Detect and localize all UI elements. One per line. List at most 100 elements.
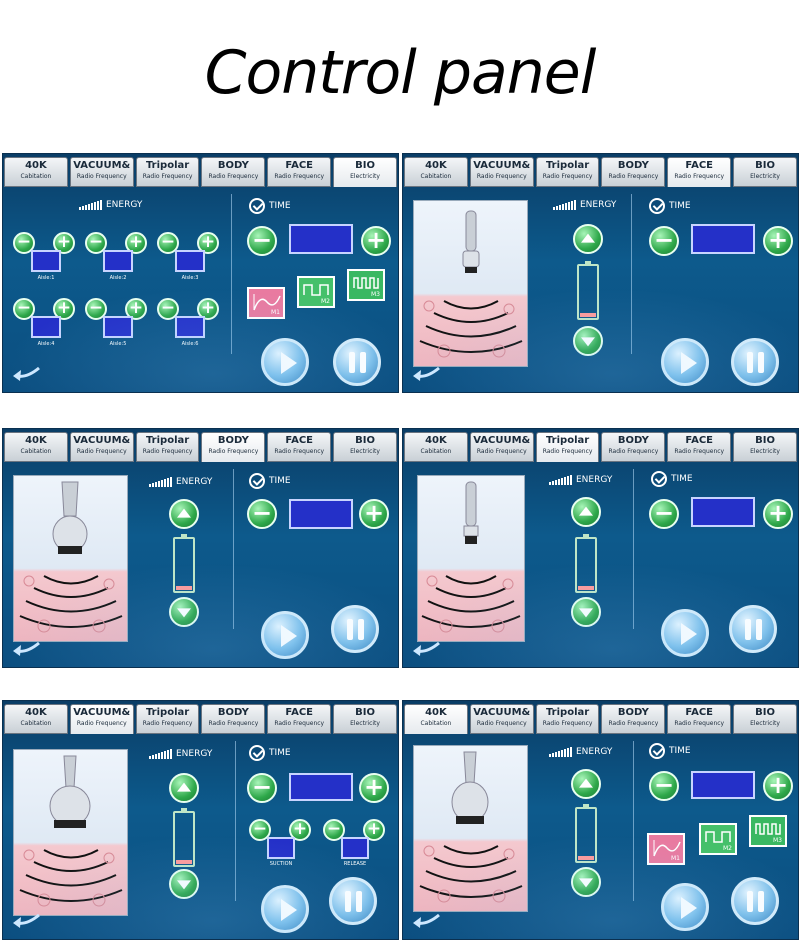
energy-down-button[interactable] (573, 326, 603, 356)
energy-up-button[interactable] (571, 769, 601, 799)
tab-vacuum[interactable]: VACUUM&Radio Frequency (69, 432, 134, 462)
pause-button[interactable] (731, 338, 779, 386)
pause-button[interactable] (729, 605, 777, 653)
time-plus-button[interactable]: + (763, 226, 793, 256)
time-minus-button[interactable]: − (649, 226, 679, 256)
suction-plus-button[interactable]: + (289, 819, 311, 841)
tab-vacuum[interactable]: VACUUM&Radio Frequency (469, 157, 534, 187)
aisle3-plus-button[interactable]: + (197, 232, 219, 254)
release-minus-button[interactable]: − (323, 819, 345, 841)
time-plus-button[interactable]: + (763, 771, 793, 801)
pause-button[interactable] (333, 338, 381, 386)
energy-down-button[interactable] (571, 867, 601, 897)
time-minus-button[interactable]: − (649, 771, 679, 801)
suction-minus-button[interactable]: − (249, 819, 271, 841)
time-plus-button[interactable]: + (359, 499, 389, 529)
back-arrow-icon[interactable] (411, 364, 441, 384)
aisle1-plus-button[interactable]: + (53, 232, 75, 254)
time-minus-button[interactable]: − (247, 499, 277, 529)
aisle6-minus-button[interactable]: − (157, 298, 179, 320)
energy-up-button[interactable] (571, 497, 601, 527)
aisle2-plus-button[interactable]: + (125, 232, 147, 254)
back-arrow-icon[interactable] (411, 911, 441, 931)
play-button[interactable] (261, 885, 309, 933)
energy-label: ENERGY (553, 200, 616, 210)
energy-down-button[interactable] (571, 597, 601, 627)
energy-up-button[interactable] (169, 773, 199, 803)
mode-m2-button[interactable]: M2 (699, 823, 737, 855)
energy-down-button[interactable] (169, 597, 199, 627)
handpiece-illustration (419, 210, 523, 358)
aisle3-minus-button[interactable]: − (157, 232, 179, 254)
pause-button[interactable] (329, 877, 377, 925)
back-arrow-icon[interactable] (411, 639, 441, 659)
tab-vacuum[interactable]: VACUUM&Radio Frequency (469, 704, 534, 734)
tab-vacuum[interactable]: VACUUM&Radio Frequency (69, 157, 134, 187)
play-button[interactable] (661, 883, 709, 931)
play-button[interactable] (261, 338, 309, 386)
energy-up-button[interactable] (573, 224, 603, 254)
energy-down-button[interactable] (169, 869, 199, 899)
aisle6-plus-button[interactable]: + (197, 298, 219, 320)
pause-button[interactable] (331, 605, 379, 653)
energy-up-button[interactable] (169, 499, 199, 529)
time-minus-button[interactable]: − (247, 773, 277, 803)
mode-m3-button[interactable]: M3 (347, 269, 385, 301)
aisle5-minus-button[interactable]: − (85, 298, 107, 320)
time-minus-button[interactable]: − (247, 226, 277, 256)
play-button[interactable] (661, 609, 709, 657)
aisle5-plus-button[interactable]: + (125, 298, 147, 320)
back-arrow-icon[interactable] (11, 364, 41, 384)
mode-m3-button[interactable]: M3 (749, 815, 787, 847)
play-button[interactable] (261, 611, 309, 659)
tab-vacuum[interactable]: VACUUM&Radio Frequency (69, 704, 134, 734)
back-arrow-icon[interactable] (11, 911, 41, 931)
time-minus-button[interactable]: − (649, 499, 679, 529)
back-arrow-icon[interactable] (11, 639, 41, 659)
aisle2-minus-button[interactable]: − (85, 232, 107, 254)
mode-m2-button[interactable]: M2 (297, 276, 335, 308)
time-plus-button[interactable]: + (359, 773, 389, 803)
time-plus-button[interactable]: + (361, 226, 391, 256)
play-button[interactable] (661, 338, 709, 386)
aisle4-minus-button[interactable]: − (13, 298, 35, 320)
mode-m1-button[interactable]: M1 (647, 833, 685, 865)
pause-button[interactable] (731, 877, 779, 925)
aisle1-minus-button[interactable]: − (13, 232, 35, 254)
tab-vacuum[interactable]: VACUUM&Radio Frequency (469, 432, 534, 462)
release-plus-button[interactable]: + (363, 819, 385, 841)
aisle4-plus-button[interactable]: + (53, 298, 75, 320)
mode-m1-button[interactable]: M1 (247, 287, 285, 319)
time-plus-button[interactable]: + (763, 499, 793, 529)
